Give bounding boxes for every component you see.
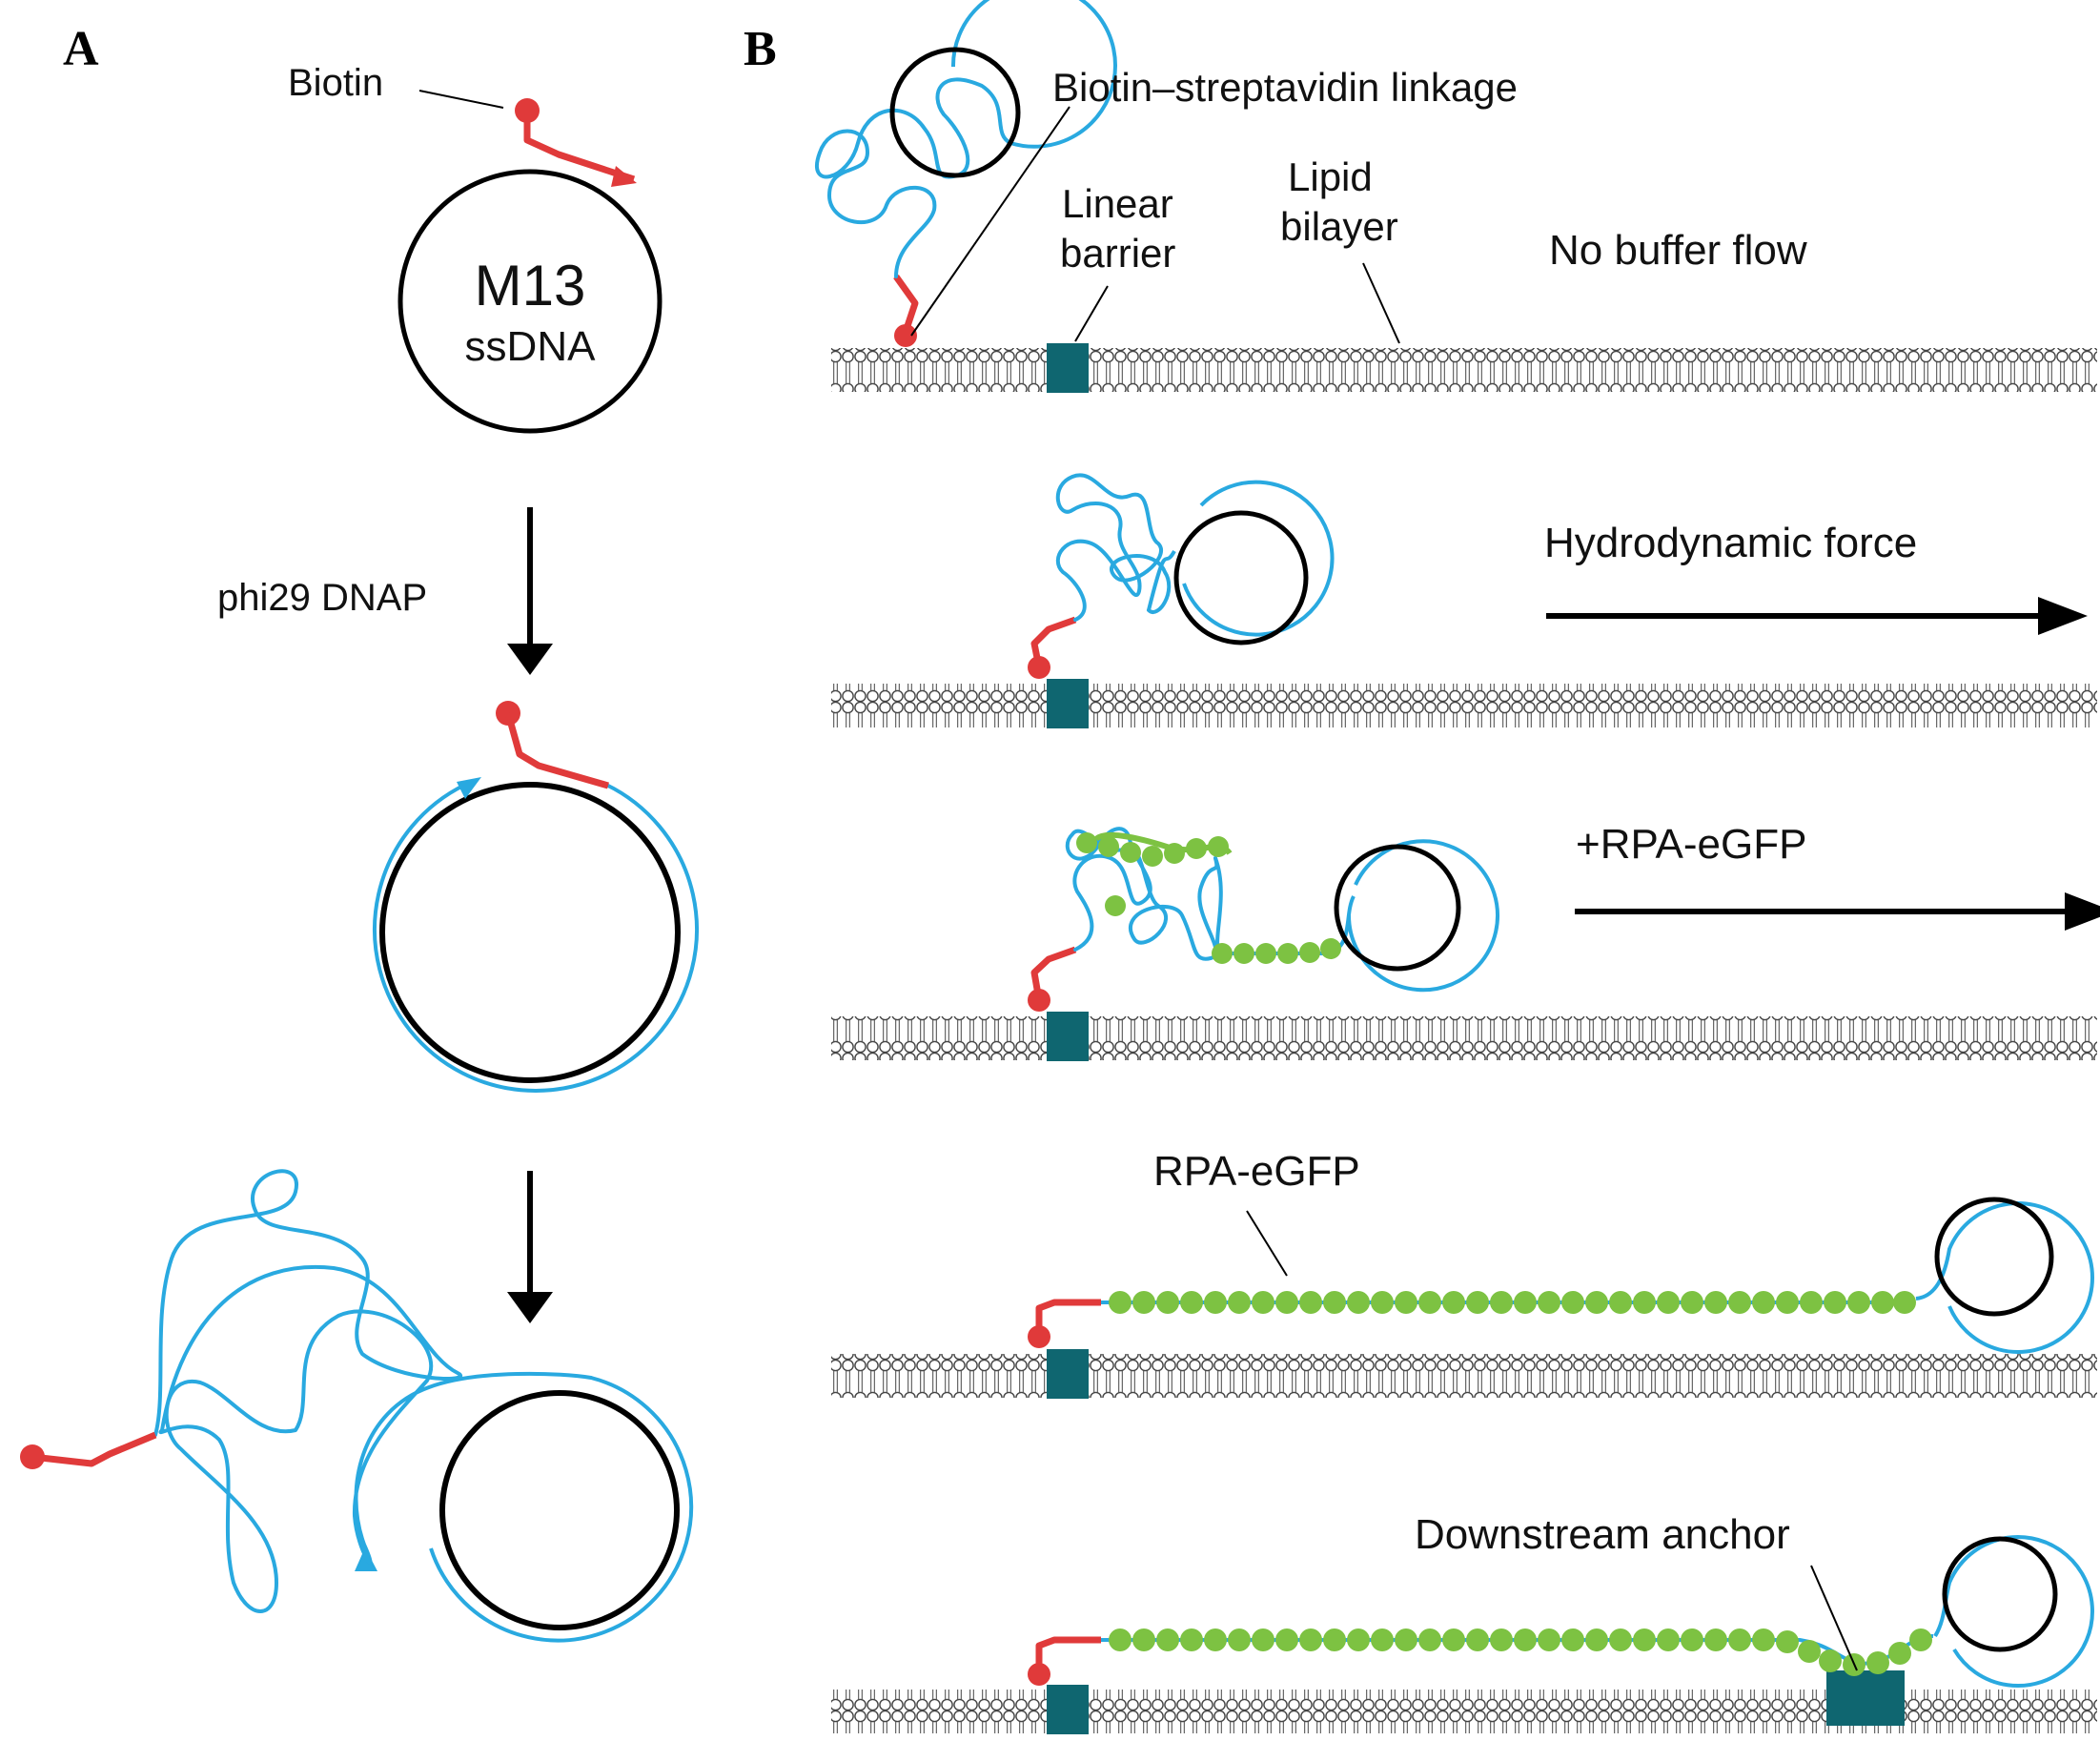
row-rpa-extended: RPA-eGFP [831, 1148, 2097, 1399]
biotin-icon-b4 [1028, 1325, 1050, 1348]
anchor-label: Downstream anchor [1415, 1511, 1790, 1558]
row-no-flow: Biotin–streptavidin linkage Linear barri… [815, 0, 2097, 393]
panel-a-letter: A [63, 22, 99, 76]
primer-arrowhead [611, 166, 637, 187]
template-circle-2 [1173, 510, 1309, 645]
tether-linker-1 [893, 274, 919, 334]
barrier-leader [1074, 285, 1109, 342]
rpa-cluster-3a [1076, 832, 1229, 916]
rpa-leader [1246, 1210, 1288, 1277]
bilayer-label-2: bilayer [1280, 204, 1398, 249]
ssdna-coil-2 [1055, 473, 1172, 622]
primer-strand-2 [504, 712, 609, 789]
row-flow: Hydrodynamic force [831, 473, 2097, 728]
panel-a-step2 [373, 701, 699, 1093]
product-circle [439, 1390, 680, 1630]
new-strand-arrowhead [457, 777, 481, 799]
barrier-label-1: Linear [1062, 181, 1173, 226]
rpa-filament-4 [1109, 1291, 1916, 1314]
step2-arrow [507, 1171, 553, 1323]
flow-arrowhead-1 [2038, 597, 2088, 635]
panel-a-step3 [20, 1169, 694, 1643]
panel-a-step1: Biotin M13 ssDNA [288, 62, 663, 434]
rpa-label: RPA-eGFP [1153, 1148, 1360, 1195]
biotin-icon-b1 [894, 324, 917, 347]
bilayer-label-1: Lipid [1288, 154, 1373, 199]
tether-linker-2 [1030, 616, 1077, 668]
lipid-bilayer-4 [831, 1354, 2097, 1398]
ssdna-loops [153, 1169, 593, 1613]
lipid-bilayer-5 [831, 1690, 2097, 1733]
phi29-step-arrow [507, 507, 553, 675]
biotin-icon-b3 [1028, 989, 1050, 1012]
new-strand-arc-4 [1915, 1201, 2094, 1354]
lipid-bilayer-1 [831, 348, 2097, 392]
tail-arc-2 [1147, 550, 1176, 611]
lipid-bilayer-2 [831, 684, 2097, 727]
tether-linker-4 [1035, 1299, 1101, 1337]
anchor-leader [1810, 1565, 1858, 1671]
linear-barrier-2 [1047, 679, 1089, 728]
template-circle-1 [889, 47, 1021, 178]
new-strand-arc-3 [1346, 839, 1499, 993]
primer-strand [523, 111, 636, 183]
linear-barrier-3 [1047, 1012, 1089, 1061]
downstream-anchor [1826, 1670, 1905, 1726]
rpa-cluster-3b [1212, 938, 1341, 964]
replicating-circle [379, 782, 681, 1083]
row-double-tethered: Downstream anchor [831, 1511, 2097, 1734]
tail-arc-1 [950, 0, 1117, 149]
bilayer-leader [1362, 262, 1400, 344]
new-strand-arc-2 [1182, 480, 1335, 637]
ssdna-coil-1 [815, 77, 1012, 278]
rpa-add-label: +RPA-eGFP [1576, 821, 1806, 868]
linkage-leader [910, 106, 1070, 337]
phi29-label: phi29 DNAP [217, 577, 427, 619]
new-strand-arc [373, 783, 699, 1093]
product-arc [429, 1376, 694, 1643]
linkage-label: Biotin–streptavidin linkage [1052, 65, 1518, 110]
m13-circle [398, 169, 663, 434]
template-circle-3 [1334, 844, 1461, 972]
m13-subtitle: ssDNA [465, 323, 597, 370]
template-circle-4 [1934, 1197, 2054, 1317]
rpa-filament-5 [1109, 1628, 1932, 1676]
no-flow-label: No buffer flow [1549, 227, 1807, 274]
flow-arrowhead-2 [2065, 892, 2100, 931]
force-label: Hydrodynamic force [1544, 520, 1917, 566]
lipid-bilayer-3 [831, 1016, 2097, 1060]
panel-b-letter: B [744, 22, 777, 76]
linear-barrier-4 [1047, 1349, 1089, 1399]
linear-barrier-5 [1047, 1685, 1089, 1734]
biotin-leader-line [418, 90, 504, 109]
barrier-label-2: barrier [1060, 231, 1175, 276]
biotin-icon-b5 [1028, 1663, 1050, 1686]
tether-linker-5 [1035, 1636, 1101, 1674]
linear-barrier-1 [1047, 343, 1089, 393]
biotin-icon-b2 [1028, 656, 1050, 679]
primer-strand-3 [31, 1431, 157, 1467]
biotin-label: Biotin [288, 62, 383, 104]
row-rpa-binding: +RPA-eGFP [831, 821, 2100, 1061]
new-strand-arc-5 [1933, 1535, 2094, 1689]
tether-linker-3 [1030, 946, 1077, 1001]
m13-title: M13 [475, 254, 586, 317]
template-circle-5 [1942, 1536, 2058, 1652]
